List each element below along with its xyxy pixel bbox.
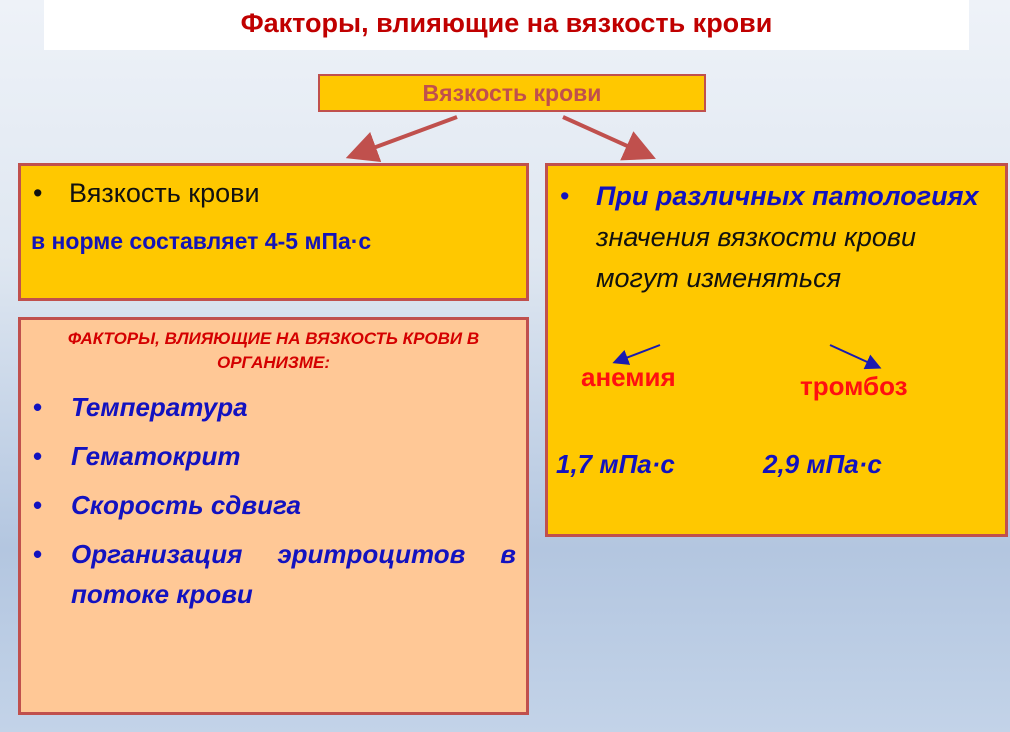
pathology-arrows xyxy=(612,344,882,370)
pathology-box: • При различных патологиях значения вязк… xyxy=(545,163,1008,537)
bullet-icon: • xyxy=(560,181,570,211)
anemia-value: 1,7 мПа·с xyxy=(556,449,675,479)
norm-value: в норме составляет 4-5 мПа·с xyxy=(31,228,372,254)
factor-item: •Температура xyxy=(21,387,526,427)
tromboz-value: 2,9 мПа·с xyxy=(763,449,882,479)
anemia-label: анемия xyxy=(581,362,676,392)
pathology-emphasis: При различных патологиях xyxy=(596,181,979,211)
title-bar: Факторы, влияющие на вязкость крови xyxy=(44,0,969,50)
bullet-icon: • xyxy=(33,441,43,471)
page-title: Факторы, влияющие на вязкость крови xyxy=(240,8,773,38)
norm-heading-text: Вязкость крови xyxy=(69,178,260,208)
root-node-label: Вязкость крови xyxy=(422,80,602,106)
bullet-icon: • xyxy=(33,178,43,208)
factors-heading: ФАКТОРЫ, ВЛИЯЮЩИЕ НА ВЯЗКОСТЬ КРОВИ В ОР… xyxy=(67,329,480,372)
bullet-icon: • xyxy=(33,392,43,422)
norm-heading: • Вязкость крови xyxy=(33,178,260,209)
branch-arrows xyxy=(345,115,656,163)
pathology-rest: значения вязкости крови могут изменяться xyxy=(596,222,917,293)
arrow-left-icon xyxy=(345,115,458,163)
norm-box: • Вязкость крови в норме составляет 4-5 м… xyxy=(18,163,529,301)
root-node-box: Вязкость крови xyxy=(318,74,706,112)
arrow-right-icon xyxy=(562,115,656,161)
factor-item: •Организация эритроцитов в потоке крови xyxy=(21,534,526,614)
factors-box: ФАКТОРЫ, ВЛИЯЮЩИЕ НА ВЯЗКОСТЬ КРОВИ В ОР… xyxy=(18,317,529,715)
arrow-anemia-icon xyxy=(612,344,661,365)
bullet-icon: • xyxy=(33,490,43,520)
factors-list: •Температура •Гематокрит •Скорость сдвиг… xyxy=(21,387,526,614)
bullet-icon: • xyxy=(33,539,43,569)
arrow-tromboz-icon xyxy=(829,344,882,370)
factor-item: •Скорость сдвига xyxy=(21,485,526,525)
factor-item: •Гематокрит xyxy=(21,436,526,476)
tromboz-label: тромбоз xyxy=(800,371,908,401)
pathology-text: При различных патологиях значения вязкос… xyxy=(596,176,996,299)
